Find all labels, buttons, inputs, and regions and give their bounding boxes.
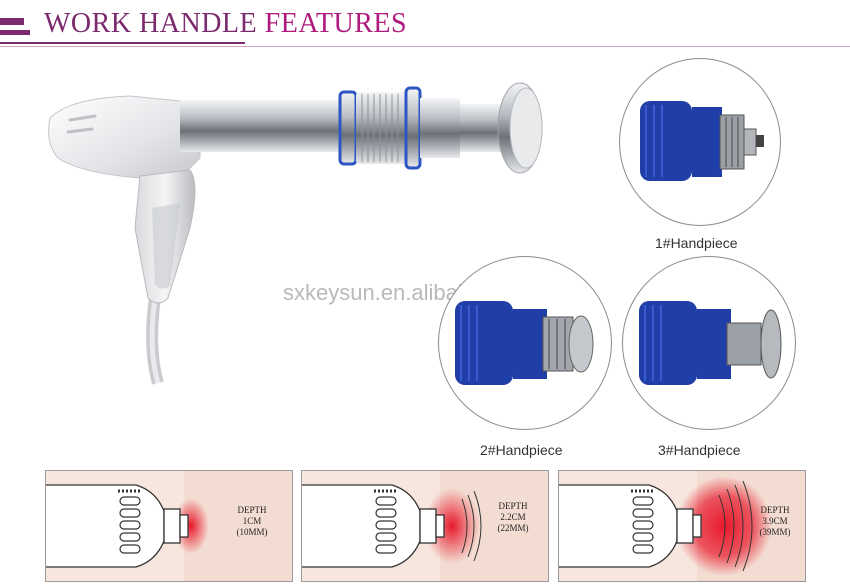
handpiece-1-caption: 1#Handpiece — [655, 235, 738, 251]
depth-panel-1: DEPTH 1CM (10MM) — [45, 470, 293, 582]
depth-panel-3-label: DEPTH 3.9CM (39MM) — [747, 505, 803, 538]
header-mark — [0, 30, 30, 35]
depth-title: DEPTH — [760, 505, 790, 515]
handpiece-2-image — [438, 256, 612, 430]
page-title: WORK HANDLE FEATURES — [44, 8, 407, 40]
depth-panel-2: DEPTH 2.2CM (22MM) — [301, 470, 549, 582]
depth-panel-1-label: DEPTH 1CM (10MM) — [222, 505, 282, 538]
depth-cm: 3.9CM — [762, 516, 788, 526]
handpiece-3-image — [622, 256, 796, 430]
title-part1: WORK HANDLE — [44, 8, 258, 39]
depth-mm: (39MM) — [759, 527, 791, 537]
depth-mm: (22MM) — [497, 523, 529, 533]
depth-cm: 1CM — [242, 516, 262, 526]
handpiece-3-drawing — [639, 301, 782, 385]
depth-mm: (10MM) — [236, 527, 268, 537]
depth-panel-1-drawing — [46, 471, 292, 581]
depth-panel-3-drawing — [559, 471, 805, 581]
depth-title: DEPTH — [237, 505, 267, 515]
title-part2: FEATURES — [264, 8, 408, 39]
handpiece-1-image — [619, 58, 781, 226]
handpiece-2-caption: 2#Handpiece — [480, 442, 563, 458]
header-mark — [0, 18, 24, 25]
handpiece-2-drawing — [455, 301, 594, 385]
header-underline — [0, 42, 245, 44]
depth-panel-3: DEPTH 3.9CM (39MM) — [558, 470, 806, 582]
handpiece-3-caption: 3#Handpiece — [658, 442, 741, 458]
handpiece-1-drawing — [640, 101, 764, 181]
work-handle-image — [48, 82, 543, 385]
depth-cm: 2.2CM — [500, 512, 526, 522]
header-divider — [0, 46, 850, 47]
depth-title: DEPTH — [498, 501, 528, 511]
depth-panel-2-drawing — [302, 471, 548, 581]
depth-panel-2-label: DEPTH 2.2CM (22MM) — [484, 501, 542, 534]
